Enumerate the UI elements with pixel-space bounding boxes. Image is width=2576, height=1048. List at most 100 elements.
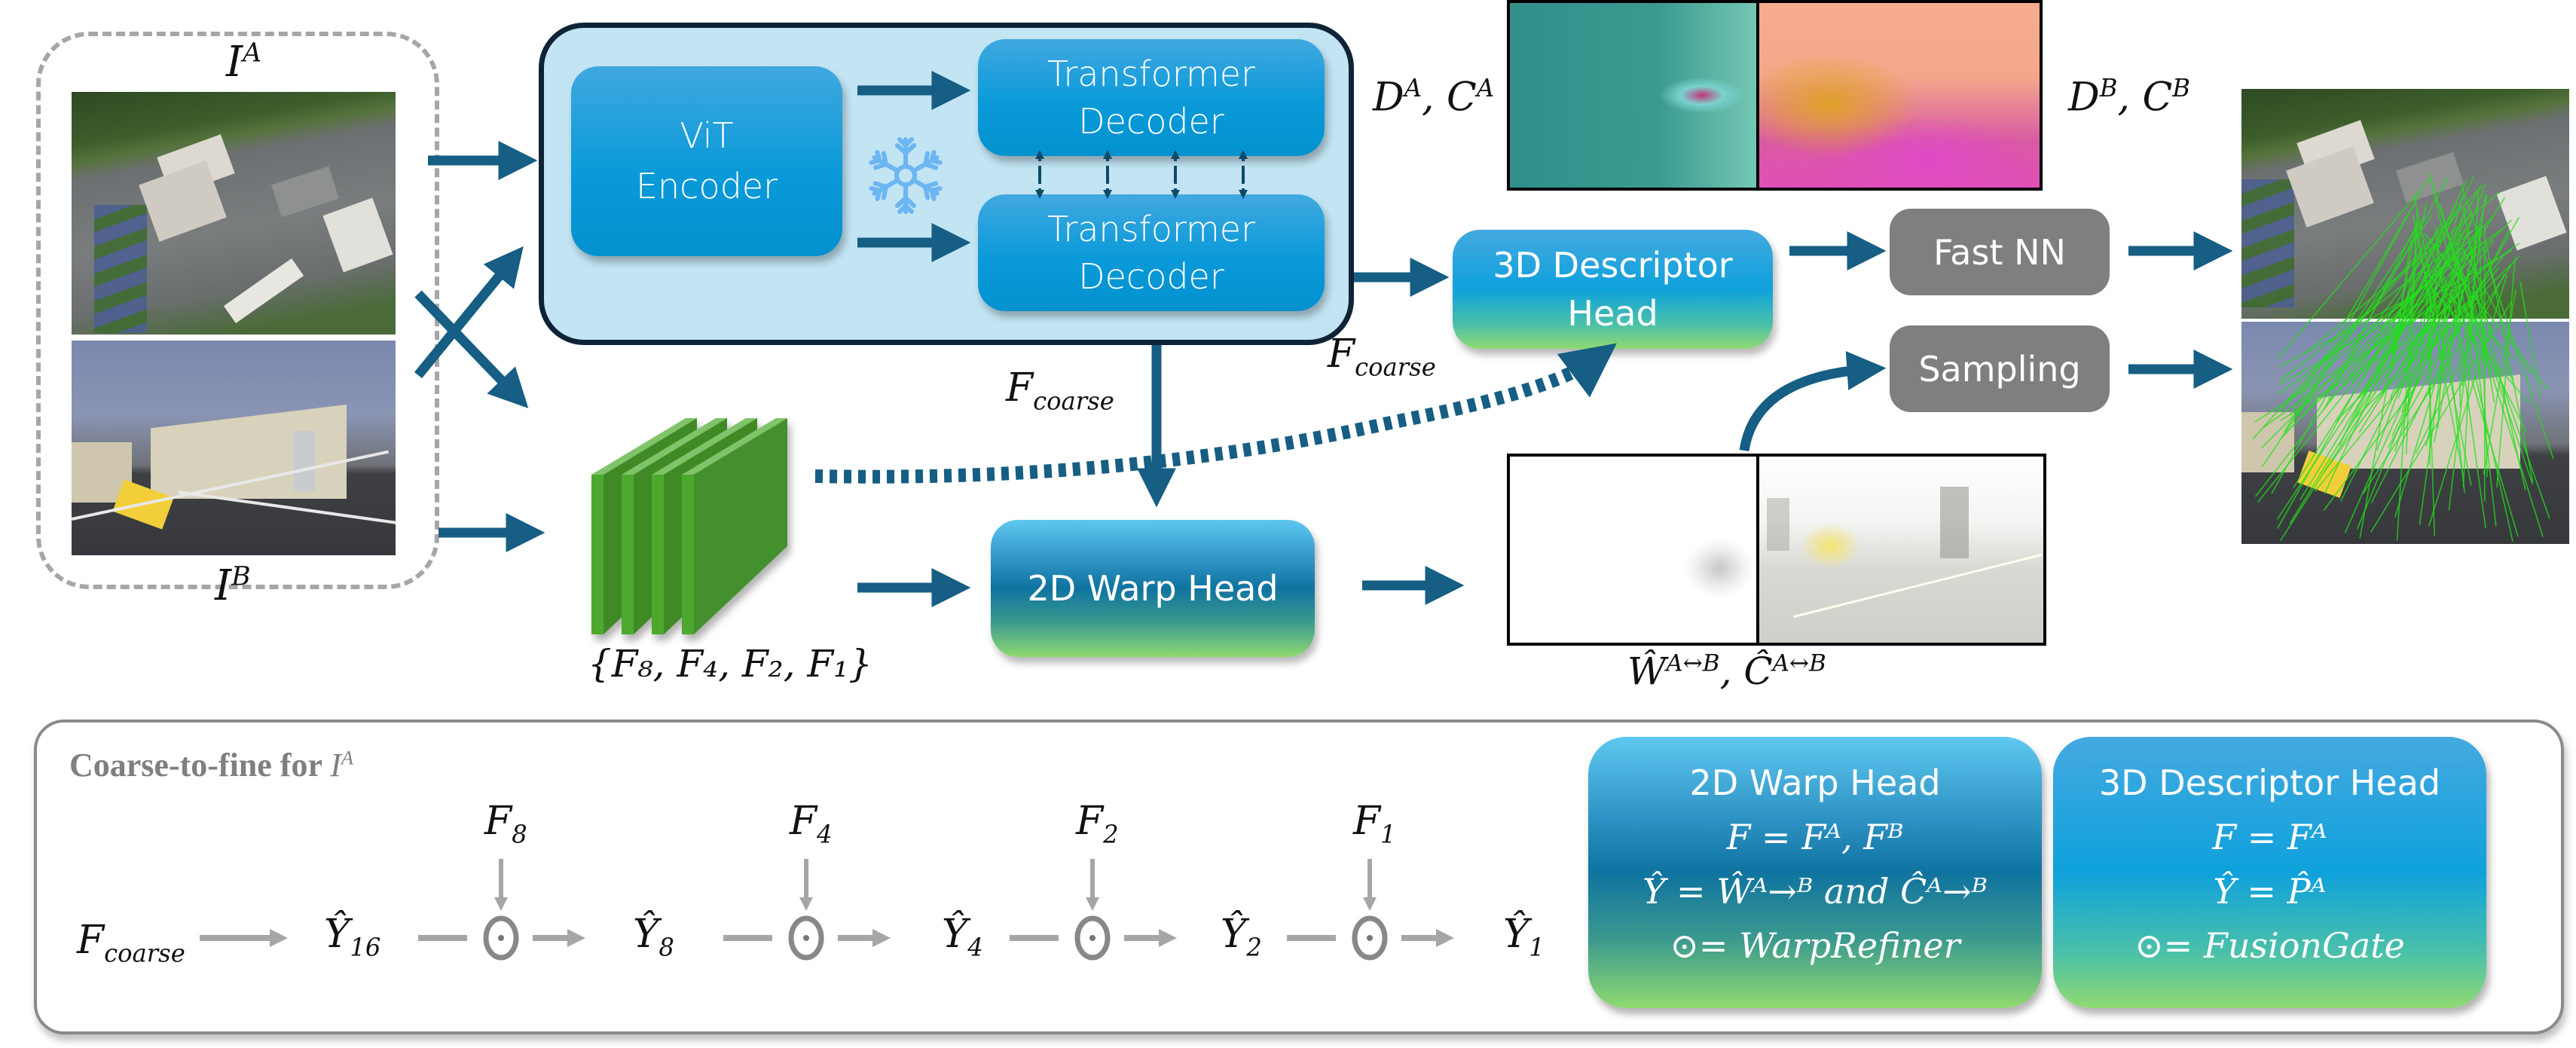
match-line xyxy=(2355,255,2520,418)
c2f-y-2: Ŷ2 xyxy=(1221,912,1262,962)
decoder-top-line2: Decoder xyxy=(1078,100,1224,142)
match-line xyxy=(2394,283,2447,452)
warp-head[interactable]: 2D Warp Head xyxy=(991,520,1315,657)
c2f-y-16: Ŷ16 xyxy=(324,912,381,962)
match-line xyxy=(2401,194,2464,413)
fast-nn-box[interactable]: Fast NN xyxy=(1890,209,2110,295)
feature-slab-top-2 xyxy=(622,418,727,475)
match-line xyxy=(2370,229,2510,504)
match-line xyxy=(2452,298,2486,529)
match-line xyxy=(2370,301,2512,533)
vit-encoder[interactable]: ViT Encoder xyxy=(571,66,842,256)
match-line xyxy=(2261,216,2494,448)
match-line xyxy=(2448,307,2474,511)
image-a-label: IA xyxy=(226,38,262,87)
descriptor-map-a xyxy=(1507,0,1759,191)
match-line xyxy=(2329,219,2512,401)
match-line xyxy=(2387,217,2519,448)
match-line xyxy=(2394,231,2482,518)
c2f-y-4: Ŷ4 xyxy=(942,912,983,962)
match-line xyxy=(2394,239,2412,356)
c2f-start-label: Fcoarse xyxy=(77,918,185,968)
feature-slab-front-3 xyxy=(652,475,664,634)
legend-desc-operator: ⊙= FusionGate xyxy=(2134,925,2405,966)
arrow-features-to-descriptor-head xyxy=(814,343,1617,484)
c2f-operator-4 xyxy=(1352,915,1388,961)
match-line xyxy=(2519,281,2541,398)
match-line xyxy=(2279,186,2482,412)
legend-warp-operator: ⊙= WarpRefiner xyxy=(1670,925,1960,966)
descriptor-head-line2: Head xyxy=(1567,293,1658,334)
warp-head-label: 2D Warp Head xyxy=(1027,567,1279,609)
sampling-box[interactable]: Sampling xyxy=(1890,325,2110,412)
match-line xyxy=(2314,267,2500,492)
c2f-feature-1: F1 xyxy=(1353,799,1396,849)
fast-nn-label: Fast NN xyxy=(1933,231,2066,273)
match-line xyxy=(2290,206,2413,416)
match-line xyxy=(2496,257,2516,488)
legend-warp-features: F = Fᴬ, Fᴮ xyxy=(1726,817,1904,857)
coarse-to-fine-title: Coarse-to-fine for IA xyxy=(69,746,353,784)
match-line xyxy=(2382,240,2424,397)
c2f-operator-3 xyxy=(1074,915,1111,961)
snowflake-icon xyxy=(868,137,943,217)
legend-warp-title: 2D Warp Head xyxy=(1689,762,1941,803)
arrow-cross-down xyxy=(414,290,529,408)
match-line xyxy=(2458,267,2490,371)
match-line xyxy=(2254,229,2466,497)
legend-desc-features: F = Fᴬ xyxy=(2212,817,2327,857)
c2f-operator-1 xyxy=(483,915,519,961)
match-line xyxy=(2459,264,2550,519)
match-line xyxy=(2279,225,2481,382)
match-line xyxy=(2278,228,2502,395)
match-line xyxy=(2280,258,2451,439)
decoder-bottom-line2: Decoder xyxy=(1078,255,1224,297)
input-image-a xyxy=(72,92,396,335)
vit-encoder-line2: Encoder xyxy=(635,166,778,206)
decoder-bottom-line1: Transformer xyxy=(1047,209,1256,250)
feature-slab-side-4 xyxy=(694,418,787,634)
legend-desc-title: 3D Descriptor Head xyxy=(2098,762,2441,803)
match-line xyxy=(2349,244,2434,359)
legend-warp-outputs: Ŷ = Ŵᴬ→ᴮ and Ĉᴬ→ᴮ xyxy=(1642,871,1988,912)
f-coarse-right-label: Fcoarse xyxy=(1328,332,1436,382)
match-line xyxy=(2359,221,2418,539)
feature-slab-top-3 xyxy=(652,418,757,475)
match-line xyxy=(2351,221,2443,385)
arrow-cross-up xyxy=(414,246,524,379)
warp-map-b xyxy=(1756,454,2046,646)
descriptor-a-label: DA, CA xyxy=(1373,74,1495,121)
match-line xyxy=(2429,281,2431,466)
match-line xyxy=(2429,173,2513,542)
c2f-feature-2: F2 xyxy=(1076,799,1119,849)
c2f-feature-8: F8 xyxy=(484,799,527,849)
match-line xyxy=(2280,301,2471,421)
match-line xyxy=(2324,262,2433,494)
legend-desc-outputs: Ŷ = P̂ᴬ xyxy=(2213,871,2327,912)
warp-map-label: ŴA↔B, ĈA↔B xyxy=(1627,649,1826,693)
vit-encoder-line1: ViT xyxy=(680,115,734,157)
sampling-label: Sampling xyxy=(1918,348,2081,390)
match-line xyxy=(2425,271,2516,360)
legend-warp-head: 2D Warp Head F = Fᴬ, Fᴮ Ŷ = Ŵᴬ→ᴮ and Ĉᴬ→… xyxy=(1588,737,2042,1008)
c2f-operator-2 xyxy=(788,915,824,961)
f-coarse-mid-label: Fcoarse xyxy=(1006,365,1114,416)
match-line xyxy=(2257,247,2462,503)
match-line xyxy=(2271,176,2449,494)
feature-pyramid-label: {F₈, F₄, F₂, F₁} xyxy=(588,642,872,686)
feature-slab-top-4 xyxy=(682,418,787,475)
input-image-b xyxy=(72,341,396,555)
match-line xyxy=(2277,178,2431,359)
c2f-y-1: Ŷ1 xyxy=(1503,912,1545,962)
match-line xyxy=(2276,220,2452,529)
feature-slab-top-1 xyxy=(591,418,697,475)
match-line xyxy=(2290,249,2475,429)
match-line xyxy=(2252,211,2457,440)
